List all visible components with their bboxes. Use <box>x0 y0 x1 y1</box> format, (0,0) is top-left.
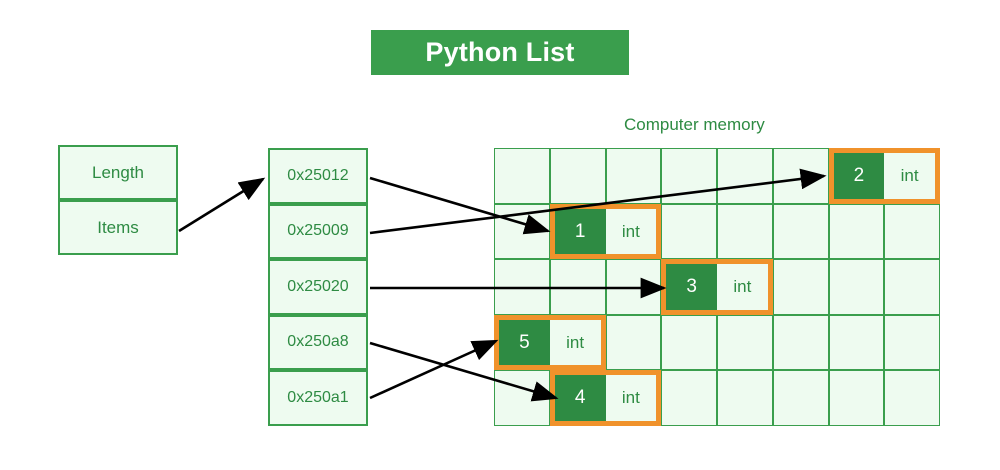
memory-block-value: 1 <box>574 220 586 242</box>
address-column: 0x25012 0x25009 0x25020 0x250a8 0x250a1 <box>268 148 368 426</box>
address-row-3: 0x250a8 <box>268 314 368 370</box>
memory-cell <box>884 370 940 426</box>
memory-cell <box>828 370 885 426</box>
memory-block-2: 2 int <box>828 148 940 204</box>
memory-cell <box>772 370 829 426</box>
memory-cell <box>828 314 885 370</box>
memory-cell <box>717 370 773 426</box>
memory-cell <box>549 259 606 315</box>
memory-block-value-cell: 3 <box>666 264 717 310</box>
memory-cell <box>661 370 717 426</box>
memory-cell <box>884 259 940 315</box>
arrow-0x250a1-to-block-5 <box>369 339 499 400</box>
memory-cell <box>772 148 829 204</box>
memory-block-type-cell: int <box>605 375 657 421</box>
address-label-1: 0x25009 <box>287 222 349 240</box>
arrow-items-to-addresses <box>178 177 266 233</box>
memory-cell <box>605 314 662 370</box>
page-title-banner: Python List <box>371 30 629 75</box>
memory-block-value: 2 <box>853 165 865 187</box>
memory-cell <box>717 203 773 259</box>
memory-block-value-cell: 1 <box>554 208 606 254</box>
memory-block-type-cell: int <box>605 208 657 254</box>
memory-cell <box>717 148 773 204</box>
memory-cell <box>772 259 829 315</box>
memory-grid: 2 int 1 int 3 int 5 int 4 int <box>494 148 940 426</box>
memory-block-type: int <box>733 277 752 297</box>
address-label-0: 0x25012 <box>287 166 349 184</box>
memory-cell <box>494 370 550 426</box>
address-label-4: 0x250a1 <box>287 388 349 406</box>
memory-cell <box>772 314 829 370</box>
memory-block-5: 5 int <box>494 314 606 370</box>
memory-cell <box>661 314 717 370</box>
memory-cell <box>661 203 717 259</box>
memory-cell <box>828 203 885 259</box>
memory-block-value: 5 <box>519 331 530 353</box>
list-header-row-length: Length <box>58 145 178 200</box>
memory-block-type-cell: int <box>717 264 768 310</box>
memory-block-type-cell: int <box>884 153 935 199</box>
memory-block-value-cell: 2 <box>833 153 885 199</box>
memory-cell <box>772 203 829 259</box>
memory-cell <box>884 314 940 370</box>
address-row-4: 0x250a1 <box>268 370 368 426</box>
memory-cell <box>605 259 662 315</box>
page-title: Python List <box>425 37 575 67</box>
memory-cell <box>494 148 550 204</box>
memory-block-value-cell: 4 <box>554 375 606 421</box>
list-header-label-length: Length <box>92 163 144 182</box>
address-row-2: 0x25020 <box>268 259 368 315</box>
memory-block-1: 1 int <box>549 203 662 259</box>
address-row-1: 0x25009 <box>268 203 368 259</box>
memory-block-3: 3 int <box>661 259 773 315</box>
memory-label: Computer memory <box>624 115 765 134</box>
memory-cell <box>717 314 773 370</box>
memory-block-4: 4 int <box>549 370 662 426</box>
memory-block-type: int <box>621 221 640 241</box>
memory-block-type: int <box>900 166 919 186</box>
memory-block-value: 3 <box>686 276 697 298</box>
memory-block-type: int <box>566 332 585 352</box>
memory-cell <box>494 259 550 315</box>
list-header-label-items: Items <box>97 218 139 237</box>
memory-block-type-cell: int <box>549 319 601 365</box>
address-label-3: 0x250a8 <box>287 333 349 351</box>
memory-block-value: 4 <box>574 387 586 409</box>
memory-block-type: int <box>621 388 640 408</box>
memory-block-value-cell: 5 <box>499 319 550 365</box>
list-header-box: Length Items <box>58 145 178 255</box>
address-label-2: 0x25020 <box>287 277 349 295</box>
address-row-0: 0x25012 <box>268 148 368 204</box>
memory-cell <box>828 259 885 315</box>
memory-cell <box>884 203 940 259</box>
list-header-row-items: Items <box>58 200 178 255</box>
memory-cell <box>661 148 717 204</box>
memory-cell <box>549 148 606 204</box>
memory-cell <box>605 148 662 204</box>
memory-cell <box>494 203 550 259</box>
